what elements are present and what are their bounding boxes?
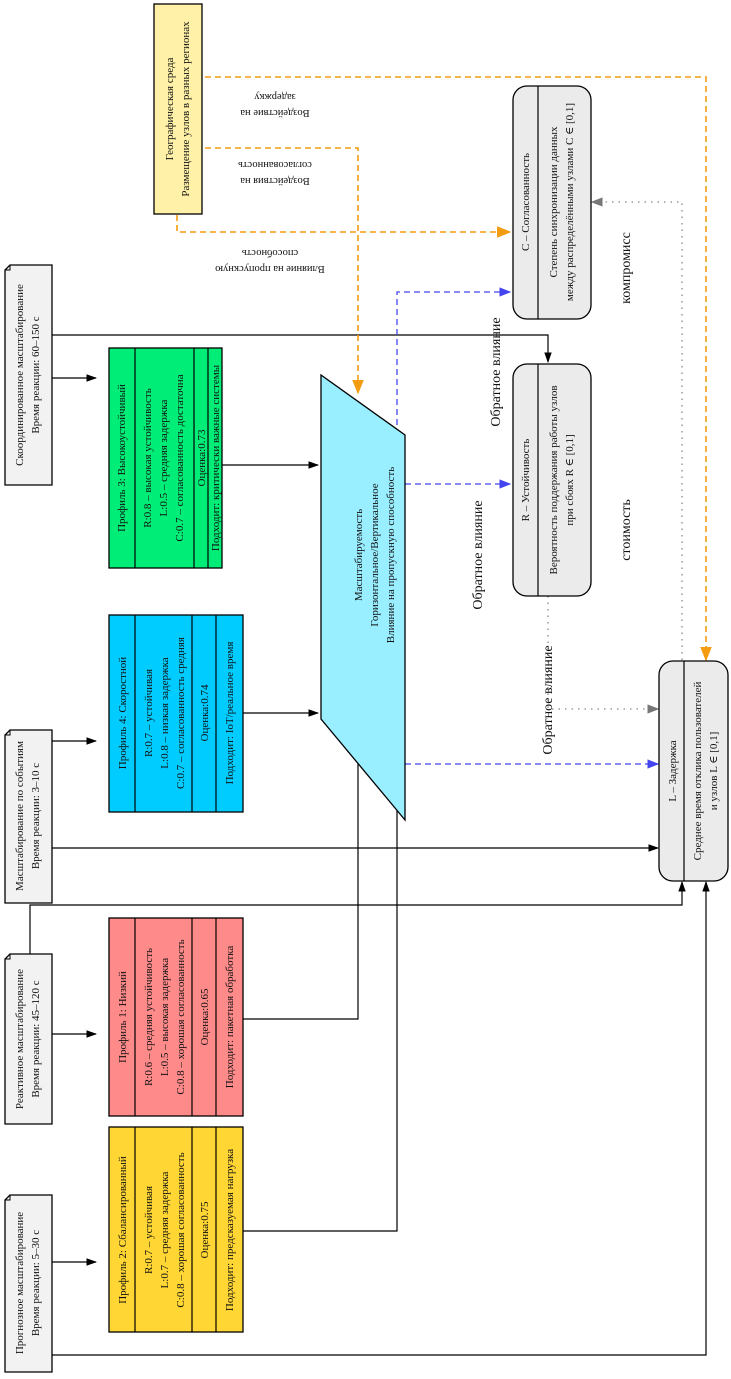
label-geo-consistency-2: согласованность <box>238 159 312 170</box>
label-geo-throughput-1: Влияние на пропускную <box>215 263 325 274</box>
edge-geo-to-latency <box>195 76 712 662</box>
profile-r: R:0.7 – устойчивая <box>143 1186 155 1274</box>
profile-r: R:0.7 – устойчивая <box>143 669 155 757</box>
strategy-name: Прогнозное масштабирование <box>14 1212 26 1354</box>
profile-c: C:0.7 – согласованность достаточна <box>174 374 186 541</box>
edge-latency-to-consistency <box>590 197 683 660</box>
label-feedback-consistency: Обратное влияние <box>489 317 504 426</box>
geo-subtitle: Размещение узлов в разных регионах <box>180 21 192 197</box>
label-geo-latency-2: задержку <box>253 91 295 102</box>
strategy-predictive[interactable]: Прогнозное масштабирование Время реакции… <box>4 1194 53 1373</box>
profile-score: Оценка:0.74 <box>199 684 211 741</box>
scalability-impact: Влияние на пропускную способность <box>385 467 397 643</box>
profile-title: Профиль 3: Высокоустойчивый <box>116 384 128 532</box>
label-tradeoff: компромисс <box>619 232 634 304</box>
profile-score: Оценка:0.65 <box>199 988 211 1045</box>
metric-box <box>658 660 729 882</box>
profile-box <box>108 917 244 1117</box>
geo-box <box>153 3 203 215</box>
profile-l: L:0.5 – средняя задержка <box>158 399 170 516</box>
metric-box <box>512 363 592 597</box>
profile-score: Оценка:0.73 <box>196 429 208 486</box>
strategy-box <box>4 1194 53 1373</box>
profile-score: Оценка:0.75 <box>199 1201 211 1258</box>
edge-coordinated-to-resilience <box>52 334 552 364</box>
note-fold-icon <box>5 954 11 960</box>
strategy-box <box>4 264 53 486</box>
profile-c: C:0.8 – хорошая согласованность <box>175 1152 187 1307</box>
metric-desc-1: Среднее время отклика пользователей <box>692 682 704 861</box>
strategy-time: Время реакции: 5–30 с <box>30 1230 42 1336</box>
profile-box <box>108 347 223 569</box>
edge-profile2-to-scalability <box>243 758 401 1232</box>
scalability-node[interactable]: Масштабируемость Горизонтальное/Вертикал… <box>320 373 406 822</box>
profile-fit: Подходит: пакетная обработка <box>224 946 236 1089</box>
profile-r: R:0.8 – высокая устойчивость <box>142 388 154 527</box>
metric-desc-1: Вероятность поддержания работы узлов <box>548 385 560 574</box>
strategy-coordinated[interactable]: Скоординированное масштабирование Время … <box>4 264 53 486</box>
strategy-time: Время реакции: 45–120 с <box>30 980 42 1097</box>
note-fold-icon <box>5 1195 11 1201</box>
profile-c: C:0.8 – хорошая согласованность <box>175 939 187 1094</box>
scalability-type: Горизонтальное/Вертикальное <box>369 483 381 626</box>
metric-resilience-node[interactable]: R – Устойчивость Вероятность поддержания… <box>512 363 592 597</box>
metric-desc-1: Степень синхронизации данных <box>548 126 560 278</box>
profile-fit: Подходит: IoT/реальное время <box>224 642 236 785</box>
strategy-reactive[interactable]: Реактивное масштабирование Время реакции… <box>4 953 53 1125</box>
metric-title: C – Согласованность <box>520 153 532 251</box>
metric-title: L – Задержка <box>667 740 679 801</box>
label-geo-consistency-1: Воздействия на <box>240 175 310 186</box>
label-geo-throughput-2: способность <box>242 247 298 258</box>
profile-r: R:0.6 – средняя устойчивость <box>143 948 155 1086</box>
profile-l: L:0.5 – высокая задержка <box>159 958 171 1076</box>
scalability-title: Масштабируемость <box>353 509 365 601</box>
edge-profile1-to-scalability <box>243 736 362 1020</box>
profile-2-node[interactable]: Профиль 2: Сбалансированный R:0.7 – усто… <box>108 1126 244 1333</box>
profile-l: L:0.8 – низкая задержка <box>159 657 171 768</box>
strategy-name: Скоординированное масштабирование <box>14 284 26 466</box>
metric-latency-node[interactable]: L – Задержка Среднее время отклика польз… <box>658 660 729 882</box>
edge-resilience-to-latency <box>547 596 660 714</box>
edge-scalability-to-consistency <box>396 287 512 435</box>
profile-c: C:0.7 – согласованность средняя <box>175 637 187 789</box>
profile-1-node[interactable]: Профиль 1: Низкий R:0.6 – средняя устойч… <box>108 917 244 1117</box>
strategy-time: Время реакции: 3–10 с <box>30 763 42 869</box>
profile-box <box>108 614 244 813</box>
profile-title: Профиль 1: Низкий <box>117 971 129 1063</box>
profile-3-node[interactable]: Профиль 3: Высокоустойчивый R:0.8 – высо… <box>108 347 223 569</box>
edge-reactive-to-latency <box>29 880 686 954</box>
profile-title: Профиль 2: Сбалансированный <box>117 1156 129 1304</box>
edge-geo-to-scalability <box>195 147 364 395</box>
note-fold-icon <box>5 265 11 271</box>
label-feedback-latency: Обратное влияние <box>541 645 556 754</box>
label-geo-latency-1: Воздействие на <box>240 107 310 118</box>
profile-fit: Подходит: критически важные системы <box>210 364 222 551</box>
metric-consistency-node[interactable]: C – Согласованность Степень синхронизаци… <box>512 85 592 320</box>
strategy-box <box>4 953 53 1125</box>
profile-l: L:0.7 – средняя задержка <box>159 1171 171 1288</box>
note-fold-icon <box>5 730 11 736</box>
metric-title: R – Устойчивость <box>520 439 532 522</box>
geo-environment-node[interactable]: Географическая среда Размещение узлов в … <box>153 3 203 215</box>
edge-predictive-to-latency <box>52 880 710 1356</box>
profile-fit: Подходит: предсказуемая нагрузка <box>224 1149 236 1311</box>
scalability-shape <box>320 373 406 822</box>
label-cost: стоимость <box>619 499 634 561</box>
geo-title: Географическая среда <box>164 57 176 160</box>
profile-box <box>108 1126 244 1333</box>
profile-title: Профиль 4: Скоростной <box>117 657 129 769</box>
metric-desc-2: между распределёнными узлами C ∈ [0,1] <box>564 103 576 301</box>
strategy-name: Реактивное масштабирование <box>14 969 26 1109</box>
strategy-event[interactable]: Масштабирование по событиям Время реакци… <box>4 729 53 904</box>
strategy-time: Время реакции: 60–150 с <box>30 316 42 433</box>
metric-desc-2: и узлов L ∈ [0,1] <box>708 732 720 810</box>
strategy-name: Масштабирование по событиям <box>14 741 26 891</box>
edge-geo-to-consistency <box>176 215 512 238</box>
metric-box <box>512 85 592 320</box>
profile-4-node[interactable]: Профиль 4: Скоростной R:0.7 – устойчивая… <box>108 614 244 813</box>
label-feedback-resilience: Обратное влияние <box>471 500 486 609</box>
metric-desc-2: при сбоях R ∈ [0,1] <box>564 434 576 525</box>
strategy-box <box>4 729 53 904</box>
